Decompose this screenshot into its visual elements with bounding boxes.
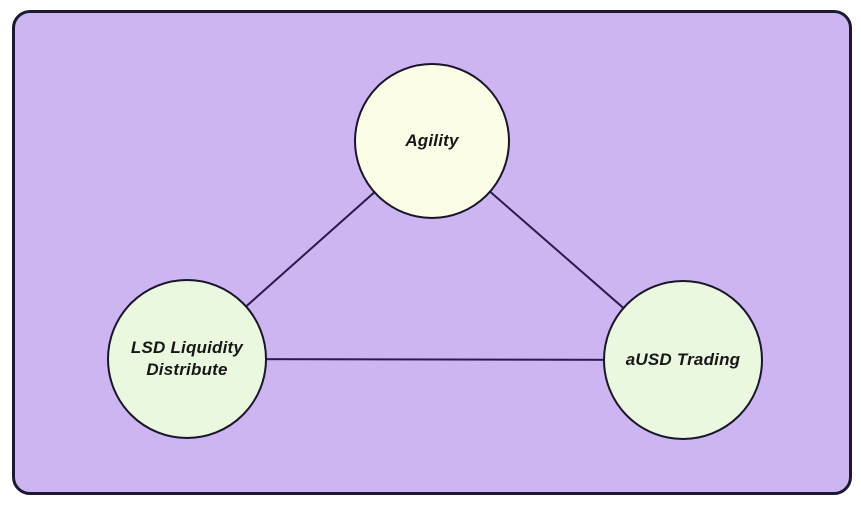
edge-lsd-ausd [186, 358, 684, 361]
node-ausd-trading-label: aUSD Trading [625, 349, 741, 369]
node-lsd-liquidity-distribute: LSD Liquidity Distribute [107, 279, 267, 439]
node-agility-label: Agility [405, 130, 459, 150]
node-ausd-trading: aUSD Trading [603, 280, 763, 440]
node-lsd-liquidity-distribute-label: LSD Liquidity Distribute [130, 337, 244, 379]
diagram-canvas: Agility LSD Liquidity Distribute aUSD Tr… [12, 10, 852, 495]
node-agility: Agility [354, 63, 510, 219]
